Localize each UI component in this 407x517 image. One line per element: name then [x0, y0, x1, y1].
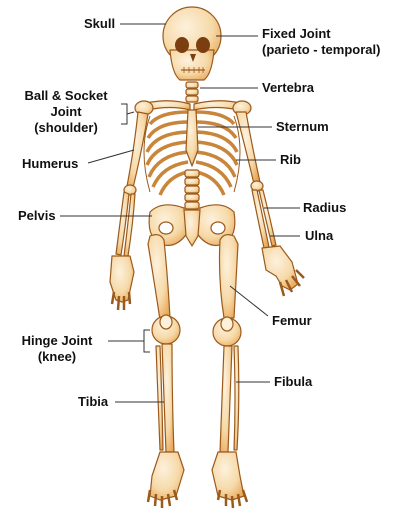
label-vertebra: Vertebra [262, 80, 314, 96]
label-hinge-joint-line2: (knee) [6, 349, 108, 365]
label-tibia: Tibia [78, 394, 108, 410]
femurs [148, 235, 238, 320]
label-ball-socket-line3: (shoulder) [14, 120, 118, 136]
label-humerus: Humerus [22, 156, 78, 172]
label-rib: Rib [280, 152, 301, 168]
ball-socket-bracket [121, 104, 127, 124]
label-ulna: Ulna [305, 228, 333, 244]
feet [148, 452, 247, 508]
ball-socket-leader [127, 112, 134, 114]
spine [185, 170, 199, 209]
femur-leader [230, 286, 268, 316]
label-fibula: Fibula [274, 374, 312, 390]
right-arm [236, 112, 304, 296]
label-skull: Skull [84, 16, 115, 32]
lower-legs [156, 344, 239, 452]
label-radius: Radius [303, 200, 346, 216]
sternum-bone [186, 110, 198, 166]
label-hinge-joint: Hinge Joint (knee) [6, 333, 108, 365]
label-ball-socket-line2: Joint [14, 104, 118, 120]
hinge-joint-bracket [144, 330, 150, 352]
label-fixed-joint-line1: Fixed Joint [262, 26, 380, 42]
skull-bone [163, 7, 221, 80]
label-sternum: Sternum [276, 119, 329, 135]
knees [152, 315, 241, 346]
label-pelvis: Pelvis [18, 208, 56, 224]
label-hinge-joint-line1: Hinge Joint [6, 333, 108, 349]
label-ball-socket-joint: Ball & Socket Joint (shoulder) [14, 88, 118, 136]
humerus-leader [88, 150, 134, 163]
label-ball-socket-line1: Ball & Socket [14, 88, 118, 104]
label-femur: Femur [272, 313, 312, 329]
neck-vertebrae [186, 82, 198, 102]
label-fixed-joint-line2: (parieto - temporal) [262, 42, 380, 58]
label-fixed-joint: Fixed Joint (parieto - temporal) [262, 26, 380, 58]
left-arm [110, 112, 148, 310]
